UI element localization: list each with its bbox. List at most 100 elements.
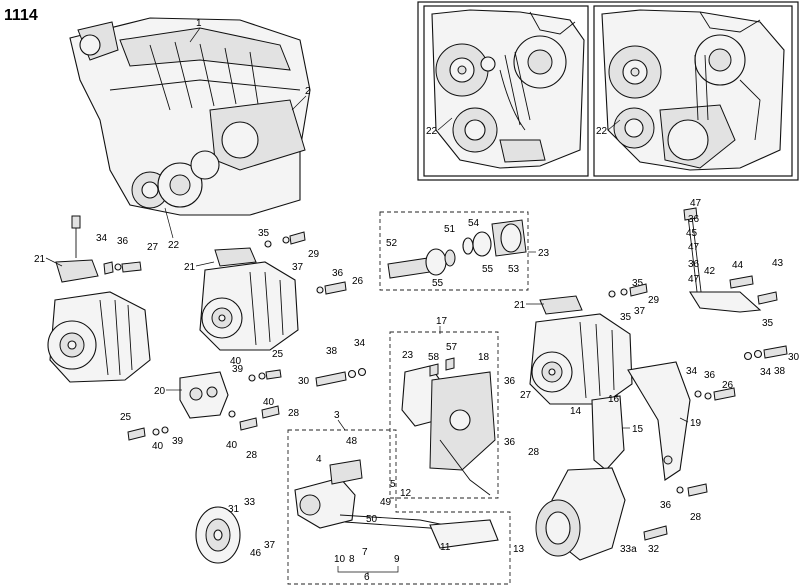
callout-35: 35 (762, 318, 774, 329)
callout-28: 28 (690, 512, 702, 523)
mount-bracket-group (389, 331, 499, 499)
tensioner-group (379, 211, 529, 291)
inset-right-engine-front (601, 9, 785, 171)
callout-29: 29 (648, 295, 660, 306)
bracket-20 (179, 371, 229, 419)
callout-17: 17 (436, 316, 448, 327)
callout-36: 36 (504, 437, 516, 448)
belt-routing-inset: 22 22 (417, 1, 799, 181)
callout-34: 34 (354, 338, 366, 349)
callout-36: 36 (660, 500, 672, 511)
callout-48: 48 (346, 436, 358, 447)
callout-38: 38 (326, 346, 338, 357)
callout-45: 45 (686, 228, 698, 239)
callout-29: 29 (308, 249, 320, 260)
callout-46: 46 (250, 548, 262, 559)
callout-9: 9 (394, 554, 400, 565)
callout-40: 40 (226, 440, 238, 451)
callout-21: 21 (34, 254, 46, 265)
callout-47: 47 (688, 274, 700, 285)
callout-5: 5 (390, 479, 396, 490)
callout-27: 27 (147, 242, 159, 253)
callout-1: 1 (196, 18, 202, 29)
callout-40: 40 (152, 441, 164, 452)
callout-40: 40 (230, 356, 242, 367)
adjuster-link (683, 207, 778, 313)
callout-8: 8 (349, 554, 355, 565)
callout-54: 54 (468, 218, 480, 229)
callout-26: 26 (352, 276, 364, 287)
bracket-19 (627, 361, 691, 481)
callout-34: 34 (96, 233, 108, 244)
callout-37: 37 (292, 262, 304, 273)
callout-28: 28 (528, 447, 540, 458)
callout-36: 36 (688, 259, 700, 270)
callout-37: 37 (634, 306, 646, 317)
inset-left-engine-front (431, 9, 585, 169)
callout-31: 31 (228, 504, 240, 515)
callout-43: 43 (772, 258, 784, 269)
callout-35: 35 (632, 278, 644, 289)
callout-57: 57 (446, 342, 458, 353)
callout-49: 49 (380, 497, 392, 508)
callout-25: 25 (120, 412, 132, 423)
callout-20: 20 (154, 386, 166, 397)
callout-21: 21 (514, 300, 526, 311)
callout-23: 23 (538, 248, 550, 259)
callout-36: 36 (504, 376, 516, 387)
callout-30: 30 (788, 352, 800, 363)
callout-25: 25 (272, 349, 284, 360)
callout-36: 36 (332, 268, 344, 279)
callout-39: 39 (232, 364, 244, 375)
callout-52: 52 (386, 238, 398, 249)
callout-16: 16 (608, 394, 620, 405)
callout-15: 15 (632, 424, 644, 435)
callout-36: 36 (117, 236, 129, 247)
pulley-left (195, 506, 241, 564)
callout-26: 26 (722, 380, 734, 391)
callout-13: 13 (513, 544, 525, 555)
bracket-16 (591, 395, 625, 471)
callout-53: 53 (508, 264, 520, 275)
callout-39: 39 (172, 436, 184, 447)
callout-22: 22 (168, 240, 180, 251)
callout-4: 4 (316, 454, 322, 465)
callout-55: 55 (432, 278, 444, 289)
callout-19: 19 (690, 418, 702, 429)
callout-11: 11 (440, 542, 451, 553)
callout-47: 47 (688, 242, 700, 253)
callout-58: 58 (428, 352, 440, 363)
alternator-left (47, 215, 151, 383)
callout-14: 14 (570, 406, 582, 417)
callout-27: 27 (520, 390, 532, 401)
callout-47: 47 (690, 198, 702, 209)
callout-22: 22 (426, 126, 438, 137)
callout-22: 22 (596, 126, 608, 137)
callout-2: 2 (305, 86, 311, 97)
alternator-right (529, 295, 633, 405)
callout-33: 33 (244, 497, 256, 508)
callout-28: 28 (246, 450, 258, 461)
callout-21: 21 (184, 262, 196, 273)
callout-37: 37 (264, 540, 276, 551)
callout-50: 50 (366, 514, 378, 525)
callout-34: 34 (760, 367, 772, 378)
callout-30: 30 (298, 376, 310, 387)
water-pump-13 (535, 467, 626, 561)
callout-40: 40 (263, 397, 275, 408)
callout-3: 3 (334, 410, 340, 421)
callout-32: 32 (648, 544, 660, 555)
callout-51: 51 (444, 224, 456, 235)
callout-42: 42 (704, 266, 716, 277)
pump-assembly-group (287, 429, 511, 585)
callout-6: 6 (364, 572, 370, 583)
callout-35: 35 (258, 228, 270, 239)
callout-33a: 33a (620, 544, 637, 555)
alternator-center (199, 247, 299, 351)
callout-36: 36 (688, 214, 700, 225)
callout-36: 36 (704, 370, 716, 381)
engine-assembly (69, 17, 311, 216)
page-number: 1114 (4, 7, 38, 24)
callout-7: 7 (362, 547, 368, 558)
